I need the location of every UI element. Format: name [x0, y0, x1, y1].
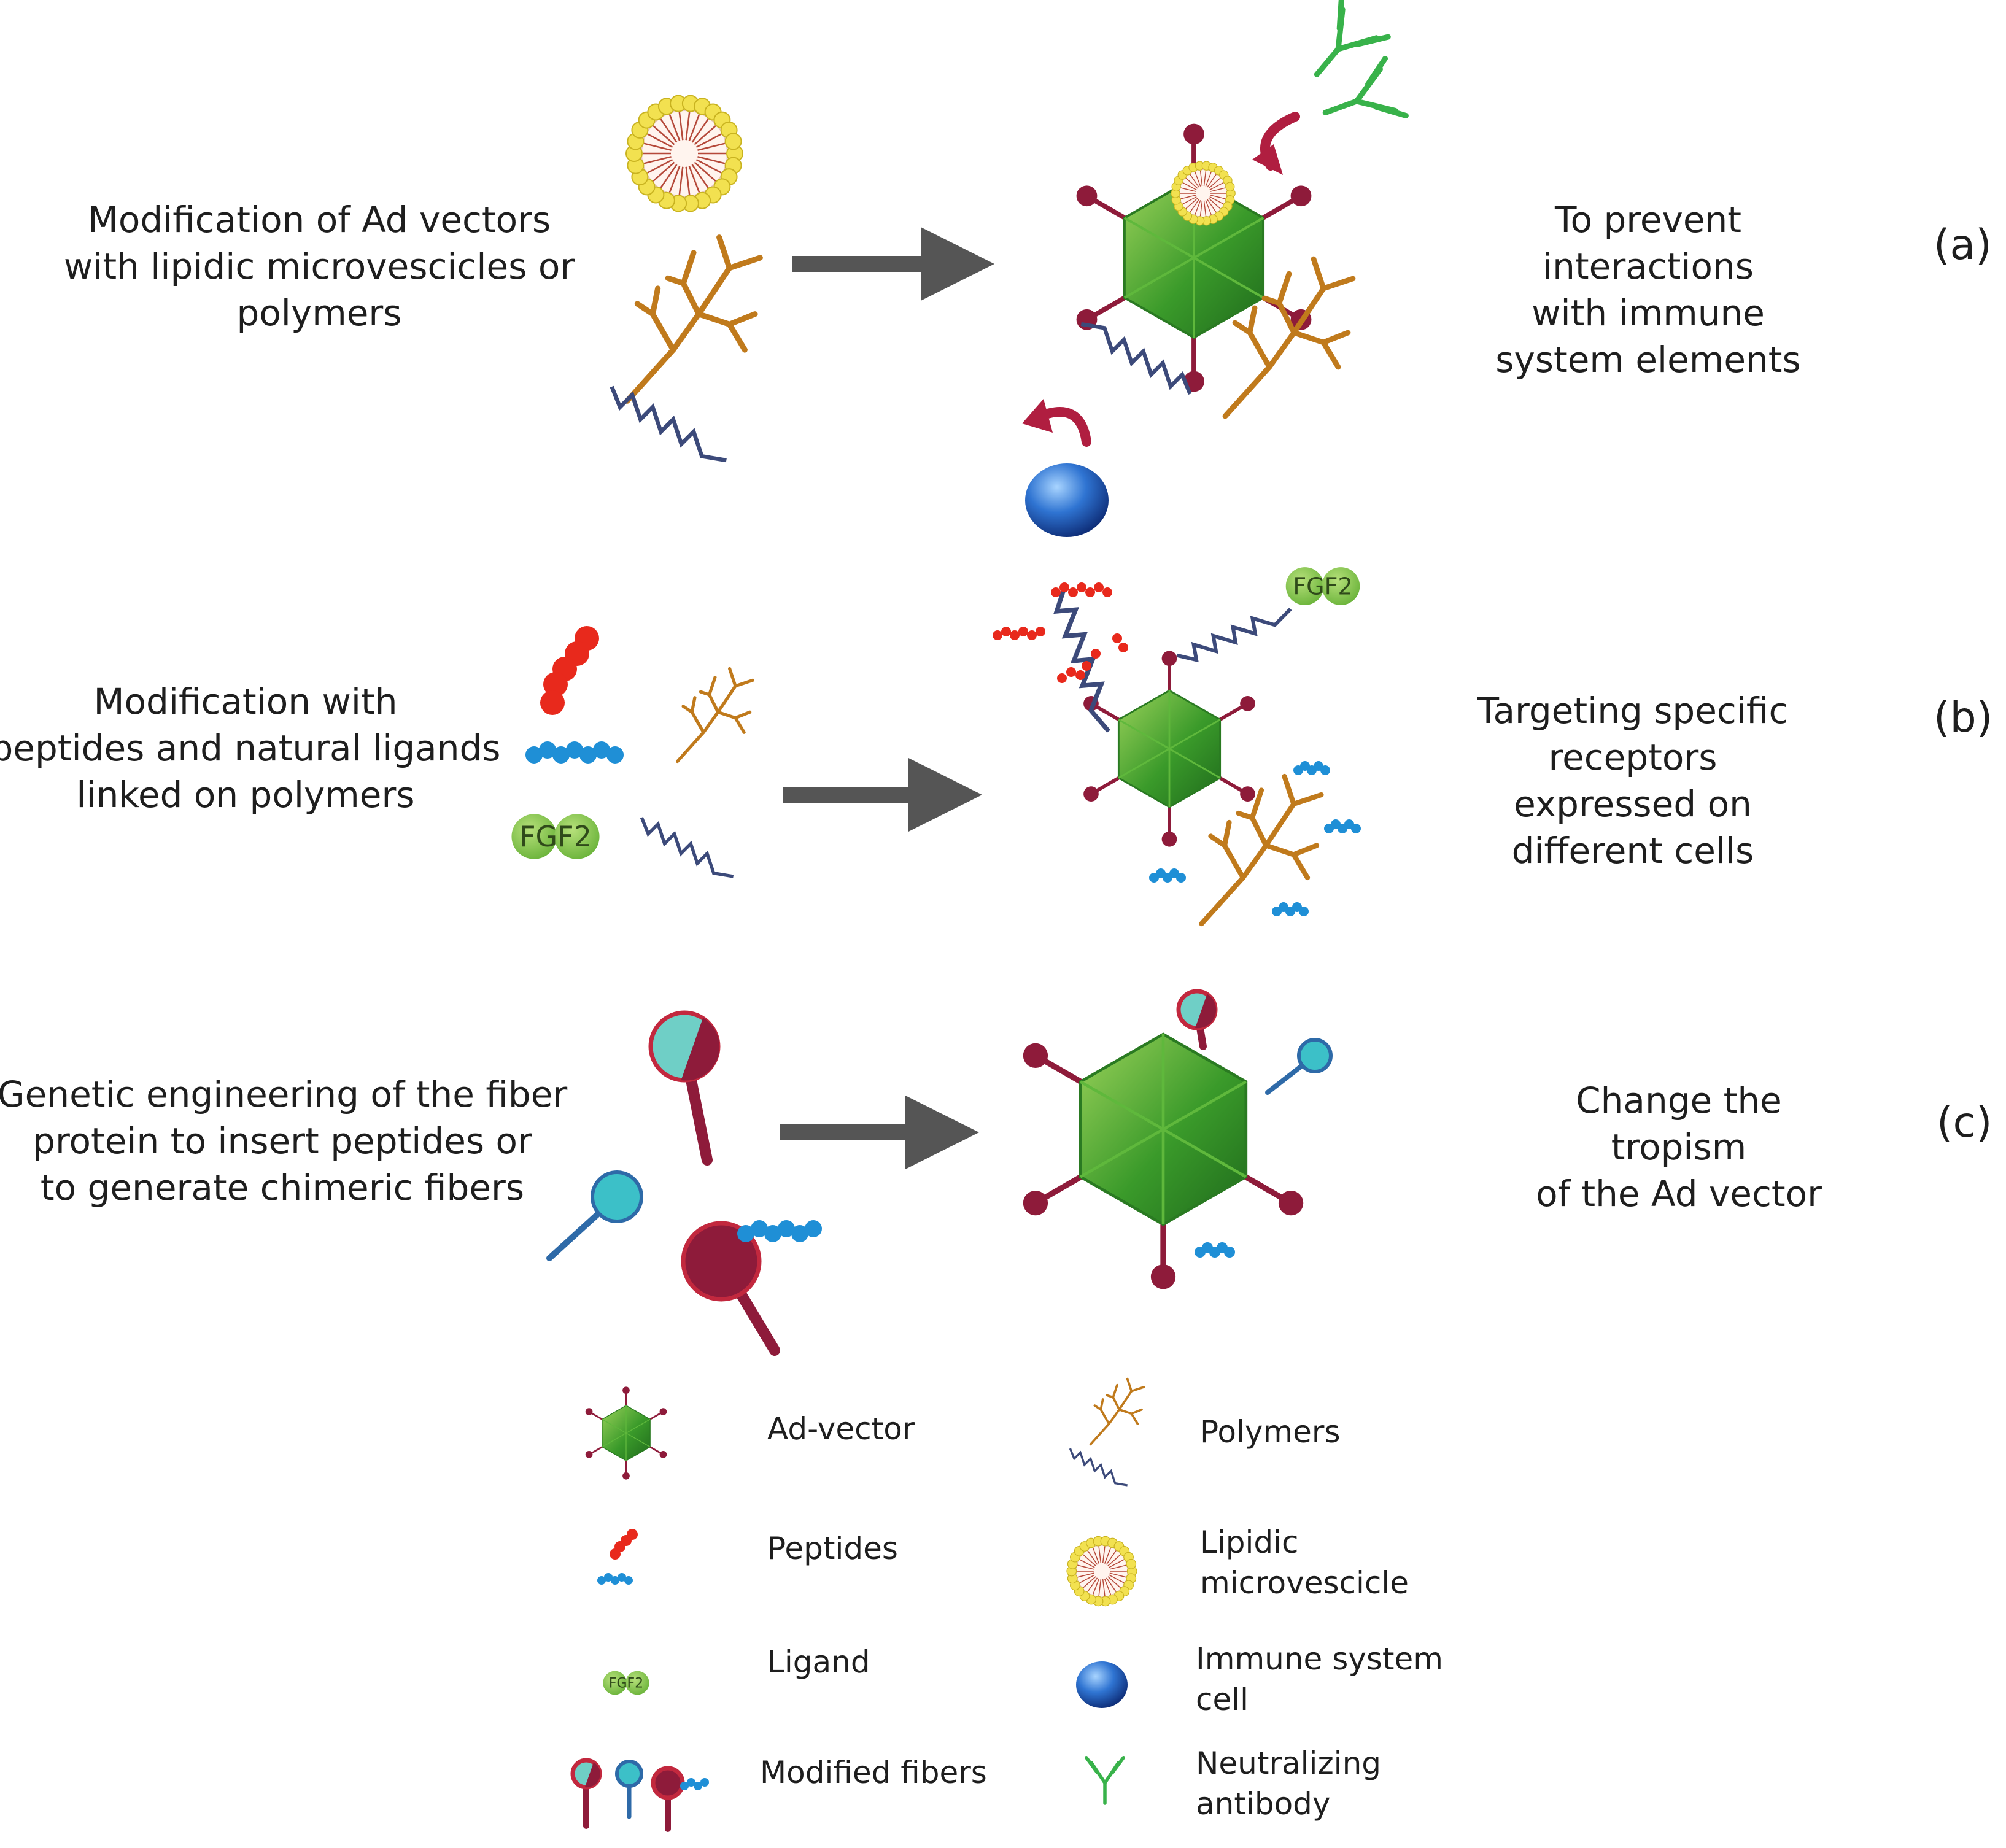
ad-vector-b-peptide-blue-1: [1293, 761, 1330, 775]
row-c-description: Genetic engineering of the fiber protein…: [0, 1073, 568, 1208]
row-a-description: Modification of Ad vectors with lipidic …: [63, 199, 575, 334]
ad-vector-b: [1083, 651, 1255, 847]
ad-vector-b-peptide-blue-4: [1272, 902, 1309, 916]
ad-vector-b-peptide-blue-2: [1324, 819, 1361, 833]
branched-polymer-b: [678, 668, 753, 761]
curved-arrow-top: [1252, 112, 1300, 175]
curved-arrow-bottom: [1022, 399, 1091, 447]
ad-vector-a: [1076, 123, 1312, 392]
legend-lipidic-microvescicle: Lipidic microvescicle: [1200, 1525, 1409, 1601]
peptide-blue: [525, 741, 624, 764]
ad-vector-b-peptide-blue-3: [1149, 868, 1186, 883]
legend-polymers: Polymers: [1200, 1414, 1341, 1450]
ad-vector-b-branched-polymer: [1202, 776, 1322, 924]
ad-vector-c-peptide: [1195, 1242, 1235, 1258]
arrow-b: [783, 758, 982, 832]
fgf2-ligand: FGF2: [511, 814, 600, 859]
ad-vector-b-fgf2: FGF2: [1285, 567, 1360, 605]
row-c-label: (c): [1937, 1099, 1992, 1147]
legend-icon-fiber-dark: [651, 1766, 685, 1832]
linear-polymer-b: [641, 818, 733, 876]
legend-immune-cell: Immune system cell: [1196, 1641, 1443, 1717]
ad-vector-c: [1023, 1034, 1304, 1289]
legend-icon-lipid: [1066, 1536, 1137, 1607]
legend-icon-fiber-cyan: [615, 1760, 643, 1819]
linear-polymer: [612, 387, 727, 460]
fgf2-label: FGF2: [519, 820, 592, 853]
legend-icon-fiber-half: [570, 1758, 602, 1829]
legend-icon-branched-polymer: [1091, 1379, 1144, 1445]
ad-vector-c-fiber-cyan: [1265, 1038, 1333, 1095]
legend-neutralizing-antibody: Neutralizing antibody: [1196, 1746, 1382, 1822]
row-b-outcome: Targeting specific receptors expressed o…: [1477, 690, 1789, 872]
ad-vector-b-peptide-red-3: [1057, 633, 1128, 683]
modified-fiber-dark-peptide: [737, 1220, 822, 1242]
modified-fiber-cyan: [546, 1170, 643, 1261]
arrow-a: [792, 227, 994, 301]
neutralizing-antibody-1: [1314, 0, 1391, 77]
immune-system-cell: [1025, 463, 1109, 537]
ad-vector-b-peptide-red-2: [993, 627, 1045, 640]
arrow-c: [780, 1096, 979, 1169]
legend-icon-antibody: [1084, 1755, 1126, 1805]
ad-vector-c-fiber-half: [1176, 989, 1218, 1050]
ad-vector-a-lipid-coat: [1171, 161, 1236, 226]
row-a-label: (a): [1934, 221, 1992, 269]
legend-icon-linear-polymer: [1069, 1447, 1129, 1487]
row-c-outcome: Change the tropism of the Ad vector: [1536, 1080, 1822, 1215]
ad-vector-b-linear-polymer-2: [1177, 571, 1291, 694]
modified-fiber-dark: [681, 1221, 780, 1356]
branched-polymer: [627, 238, 761, 401]
lipid-microvesicle: [625, 95, 744, 212]
legend-modified-fibers: Modified fibers: [760, 1755, 987, 1790]
ad-vector-b-peptide-red-1: [1051, 582, 1112, 597]
modified-fiber-half: [648, 1010, 721, 1166]
legend-icon-fgf2: FGF2: [603, 1671, 649, 1695]
row-b-description: Modification with peptides and natural l…: [0, 681, 501, 816]
legend-peptides: Peptides: [767, 1531, 898, 1566]
legend-icon-immune-cell: [1076, 1661, 1128, 1708]
neutralizing-antibody-2: [1322, 55, 1409, 118]
peptide-red: [540, 626, 599, 715]
legend-ad-vector: Ad-vector: [767, 1411, 915, 1447]
row-a-outcome: To prevent interactions with immune syst…: [1495, 199, 1801, 381]
legend-icon-ad-vector: [585, 1386, 667, 1480]
fgf2-label: FGF2: [1293, 573, 1352, 600]
legend-icon-peptide-red: [610, 1529, 638, 1560]
ad-vector-a-linear-polymer: [1081, 324, 1190, 394]
legend-icon-peptide-blue: [597, 1573, 633, 1585]
legend-icon-fiber-peptide: [680, 1778, 709, 1790]
fgf2-label: FGF2: [609, 1676, 643, 1691]
legend-ligand: Ligand: [767, 1644, 870, 1680]
row-b-label: (b): [1934, 694, 1993, 742]
